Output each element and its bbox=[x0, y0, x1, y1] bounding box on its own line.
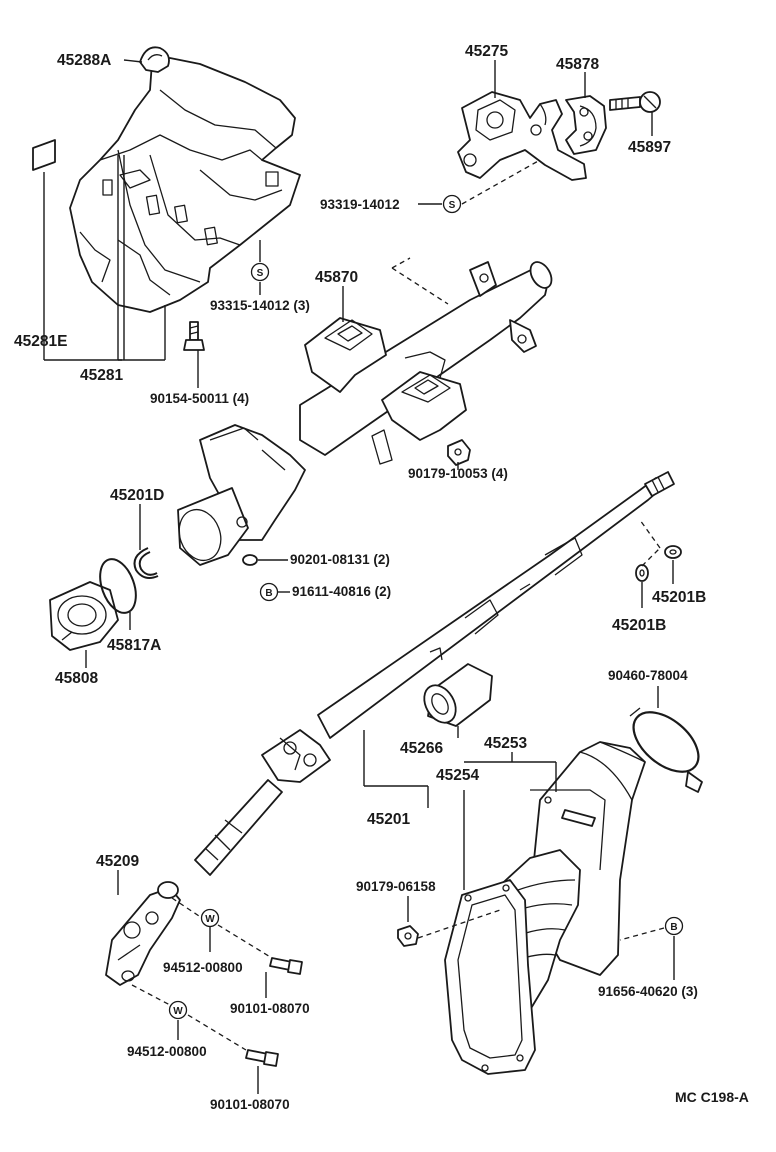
svg-text:B: B bbox=[265, 588, 272, 599]
label-45209: 45209 bbox=[96, 853, 139, 870]
label-45254: 45254 bbox=[436, 767, 479, 784]
svg-text:B: B bbox=[670, 922, 677, 933]
column-tube-drawing bbox=[177, 261, 553, 566]
nut-90179-10053-drawing bbox=[447, 439, 471, 466]
label-45266: 45266 bbox=[400, 740, 443, 757]
column-cover-drawing bbox=[69, 57, 301, 313]
plate-45281E-drawing bbox=[32, 139, 56, 171]
label-91656: 91656-40620 (3) bbox=[598, 984, 698, 999]
svg-text:S: S bbox=[257, 268, 264, 279]
label-45870: 45870 bbox=[315, 269, 358, 286]
label-45817A: 45817A bbox=[107, 637, 161, 654]
label-90201: 90201-08131 (2) bbox=[290, 552, 390, 567]
label-45201: 45201 bbox=[367, 811, 410, 828]
label-90179-10053: 90179-10053 (4) bbox=[408, 466, 508, 481]
svg-text:W: W bbox=[205, 914, 215, 925]
label-45201D: 45201D bbox=[110, 487, 164, 504]
o-ring-45817A-drawing bbox=[99, 558, 137, 614]
label-94512-upper: 94512-00800 bbox=[163, 960, 243, 975]
label-45281: 45281 bbox=[80, 367, 123, 384]
label-45897: 45897 bbox=[628, 139, 671, 156]
snap-ring-45201D-drawing bbox=[133, 547, 159, 579]
svg-text:W: W bbox=[173, 1006, 183, 1017]
label-45253: 45253 bbox=[484, 735, 527, 752]
bracket-45878-drawing bbox=[565, 95, 607, 155]
label-90101-lower: 90101-08070 bbox=[210, 1097, 290, 1112]
u-joint-45209-drawing bbox=[105, 881, 181, 986]
label-45201B-left: 45201B bbox=[612, 617, 666, 634]
label-90101-upper: 90101-08070 bbox=[230, 1001, 310, 1016]
bearing-45808-drawing bbox=[49, 581, 119, 651]
label-45878: 45878 bbox=[556, 56, 599, 73]
nut-90179-06158-drawing bbox=[397, 925, 419, 947]
bracket-45275-drawing bbox=[457, 91, 587, 181]
bolt-90101-08070-lower-drawing bbox=[245, 1049, 279, 1067]
diagram-reference-code: MC C198-A bbox=[675, 1089, 749, 1105]
clamp-90460-drawing bbox=[629, 707, 703, 793]
label-90154: 90154-50011 (4) bbox=[150, 391, 249, 406]
w-symbol-lower: W bbox=[168, 1000, 188, 1020]
s-symbol-93319: S bbox=[442, 194, 462, 214]
bushing-45266-drawing bbox=[423, 663, 493, 727]
label-93315: 93315-14012 (3) bbox=[210, 298, 310, 313]
b-symbol-91611: B bbox=[259, 582, 279, 602]
label-45281E: 45281E bbox=[14, 333, 67, 350]
label-94512-lower: 94512-00800 bbox=[127, 1044, 207, 1059]
label-90179-06158: 90179-06158 bbox=[356, 879, 436, 894]
nut-90201-drawing bbox=[242, 554, 258, 566]
washers-45201B-drawing bbox=[635, 545, 682, 582]
bolt-90101-08070-upper-drawing bbox=[269, 957, 303, 975]
label-45201B-right: 45201B bbox=[652, 589, 706, 606]
b-symbol-91656: B bbox=[664, 916, 684, 936]
s-symbol-93315: S bbox=[250, 262, 270, 282]
w-symbol-upper: W bbox=[200, 908, 220, 928]
svg-text:S: S bbox=[449, 200, 456, 211]
bolt-45897-drawing bbox=[609, 91, 661, 113]
label-90460: 90460-78004 bbox=[608, 668, 688, 683]
screw-90154-drawing bbox=[183, 321, 205, 351]
label-45275: 45275 bbox=[465, 43, 508, 60]
label-93319: 93319-14012 bbox=[320, 197, 400, 212]
clip-45288A-drawing bbox=[139, 46, 170, 73]
leader-lines bbox=[43, 59, 675, 1094]
boot-drawing bbox=[444, 741, 646, 1075]
label-91611: 91611-40816 (2) bbox=[292, 584, 391, 599]
main-shaft-drawing bbox=[194, 471, 675, 876]
label-45288A: 45288A bbox=[57, 52, 111, 69]
label-45808: 45808 bbox=[55, 670, 98, 687]
